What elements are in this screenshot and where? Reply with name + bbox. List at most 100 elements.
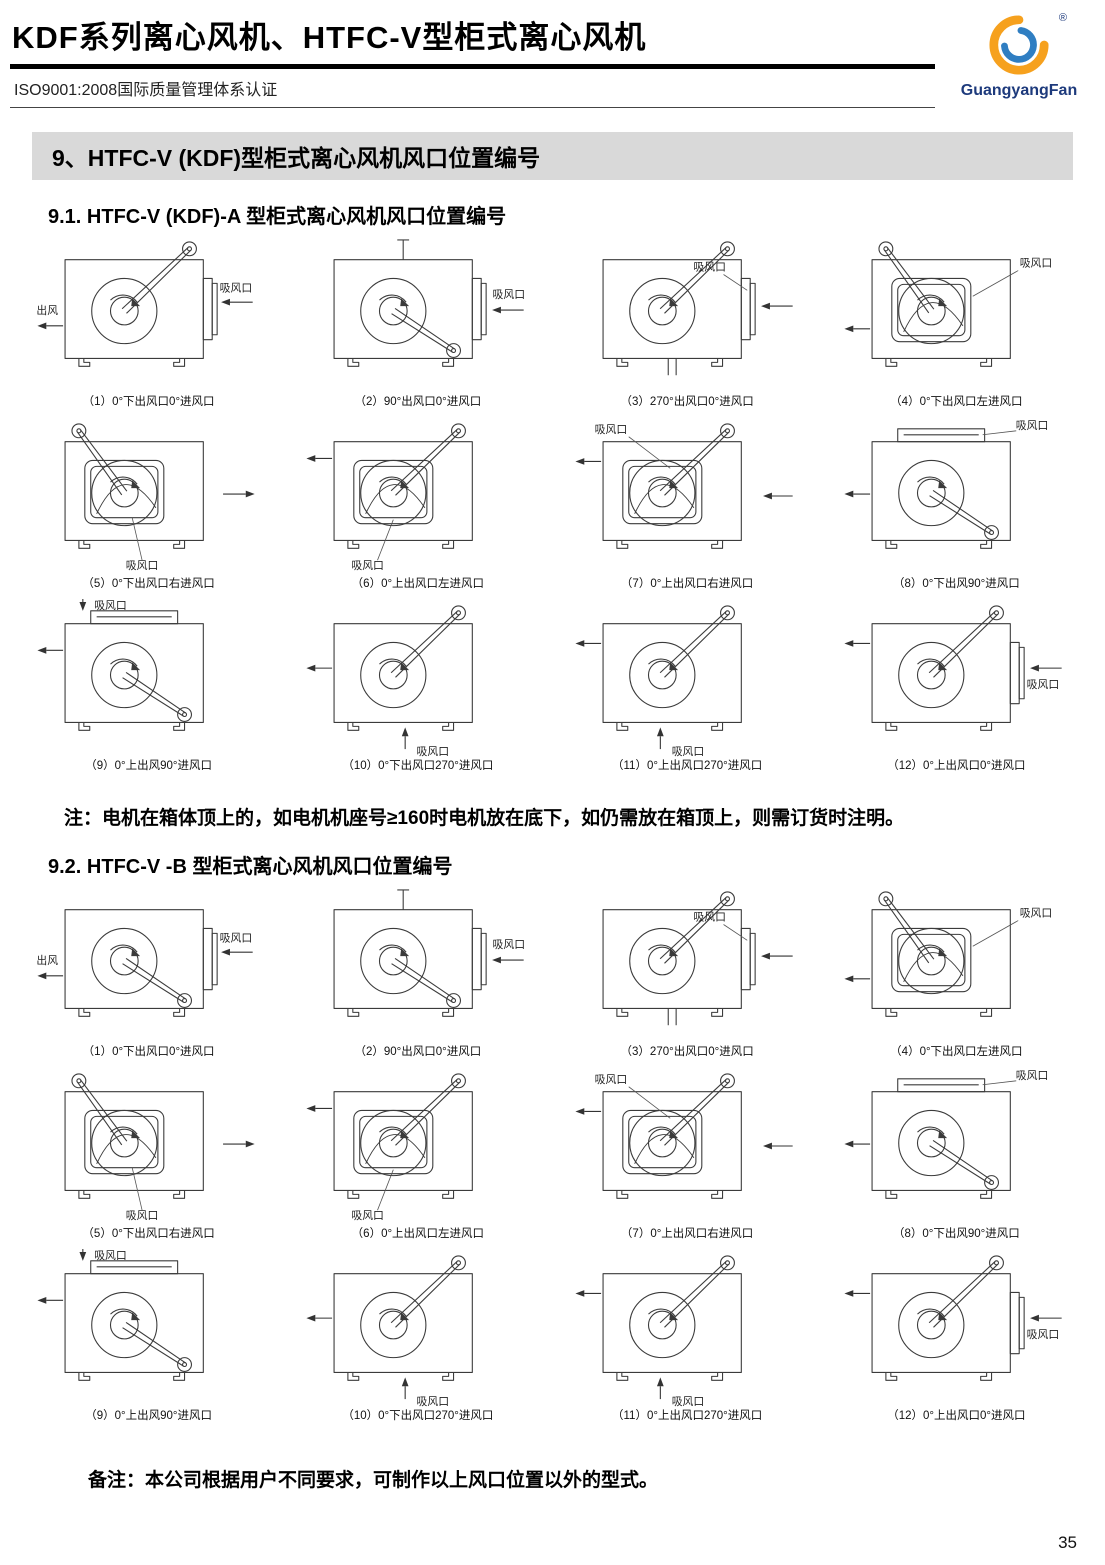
diagram-caption: （12）0°上出风口0°进风口 bbox=[887, 760, 1026, 772]
diagram-caption: （9）0°上出风90°进风口 bbox=[85, 760, 213, 772]
diagram-caption: （9）0°上出风90°进风口 bbox=[85, 1410, 213, 1422]
fan-diagram: 出风吸风口（1）0°下出风口0°进风口 bbox=[14, 235, 283, 409]
diagram-caption: （11）0°上出风口270°进风口 bbox=[612, 760, 763, 772]
fan-diagram: 吸风口 （8）0°下出风90°进风口 bbox=[822, 1067, 1091, 1241]
port-label: 吸风口 bbox=[595, 1073, 628, 1086]
remark-note: 备注：本公司根据用户不同要求，可制作以上风口位置以外的型式。 bbox=[88, 1470, 659, 1491]
port-label: 吸风口 bbox=[125, 559, 158, 572]
diagram-caption: （3）270°出风口0°进风口 bbox=[620, 1046, 754, 1058]
fan-diagram: 吸风口 （10）0°下出风口270°进风口 bbox=[283, 1249, 552, 1423]
fan-diagram: 吸风口 （6）0°上出风口左进风口 bbox=[283, 1067, 552, 1241]
fan-diagram-drawing: 吸风口 bbox=[844, 1255, 1063, 1381]
fan-diagram-drawing: 吸风口 bbox=[306, 1255, 473, 1407]
fan-diagram: 吸风口 （9）0°上出风90°进风口 bbox=[14, 1249, 283, 1423]
port-label: 吸风口 bbox=[219, 931, 252, 944]
fan-diagram: 吸风口 （3）270°出风口0°进风口 bbox=[553, 235, 822, 409]
fan-diagram-drawing: 吸风口 bbox=[844, 605, 1063, 731]
port-label: 吸风口 bbox=[94, 599, 127, 612]
diagram-caption: （4）0°下出风口左进风口 bbox=[890, 1046, 1023, 1058]
fan-diagram-drawing: 吸风口 bbox=[64, 1073, 255, 1222]
iso-certification-text: ISO9001:2008国际质量管理体系认证 bbox=[14, 82, 278, 99]
diagram-caption: （2）90°出风口0°进风口 bbox=[354, 1046, 482, 1058]
fan-diagram: 吸风口 （10）0°下出风口270°进风口 bbox=[283, 599, 552, 773]
port-label: 吸风口 bbox=[694, 911, 727, 924]
fan-diagram-drawing: 吸风口 bbox=[602, 891, 793, 1026]
registered-mark: ® bbox=[1058, 12, 1067, 24]
diagram-caption: （12）0°上出风口0°进风口 bbox=[887, 1410, 1026, 1422]
diagram-caption: （10）0°下出风口270°进风口 bbox=[342, 760, 494, 772]
fan-diagram: 吸风口（4）0°下出风口左进风口 bbox=[822, 235, 1091, 409]
section-9-2-heading: 9.2. HTFC-V -B 型柜式离心风机风口位置编号 bbox=[48, 856, 453, 878]
header-text-block: KDF系列离心风机、HTFC-V型柜式离心风机 ISO9001:2008国际质量… bbox=[10, 10, 935, 108]
port-label: 吸风口 bbox=[416, 745, 449, 757]
fan-diagram: 吸风口 （2）90°出风口0°进风口 bbox=[283, 235, 552, 409]
fan-diagram: 吸风口 （7）0°上出风口右进风口 bbox=[553, 417, 822, 591]
port-label: 吸风口 bbox=[416, 1395, 449, 1407]
section-9-1-heading: 9.1. HTFC-V (KDF)-A 型柜式离心风机风口位置编号 bbox=[48, 206, 507, 228]
port-label: 吸风口 bbox=[1027, 1328, 1060, 1341]
fan-diagram-drawing: 吸风口 bbox=[306, 605, 473, 757]
brand-logo: ® GuangyangFan bbox=[949, 10, 1089, 100]
fan-diagram-drawing: 吸风口 bbox=[333, 239, 525, 367]
fan-diagram-drawing: 吸风口 bbox=[575, 423, 793, 549]
fan-diagram-drawing: 吸风口 bbox=[333, 889, 525, 1017]
port-label: 吸风口 bbox=[694, 261, 727, 274]
page-number: 35 bbox=[1058, 1533, 1077, 1552]
port-label: 出风 bbox=[36, 953, 58, 967]
fan-diagram-drawing: 吸风口 bbox=[306, 1073, 473, 1222]
fan-diagram: 吸风口 （5）0°下出风口右进风口 bbox=[14, 417, 283, 591]
fan-diagram-drawing: 吸风口 bbox=[37, 1249, 204, 1381]
port-label: 吸风口 bbox=[1027, 678, 1060, 691]
diagram-caption: （5）0°下出风口右进风口 bbox=[82, 1228, 215, 1240]
port-label: 吸风口 bbox=[94, 1249, 127, 1262]
header-rule-thin bbox=[10, 107, 935, 108]
diagram-caption: （11）0°上出风口270°进风口 bbox=[612, 1410, 763, 1422]
fan-diagram: 吸风口 （9）0°上出风90°进风口 bbox=[14, 599, 283, 773]
diagram-caption: （6）0°上出风口左进风口 bbox=[351, 578, 485, 590]
diagram-grid-b: 出风吸风口（1）0°下出风口0°进风口吸风口（2）90°出风口0°进风口吸风口（… bbox=[14, 885, 1091, 1423]
section-9-2: 9.2. HTFC-V -B 型柜式离心风机风口位置编号 出风吸风口（1）0°下… bbox=[0, 850, 1105, 1492]
diagram-caption: （8）0°下出风90°进风口 bbox=[892, 1228, 1020, 1240]
section-9-1: 9.1. HTFC-V (KDF)-A 型柜式离心风机风口位置编号 出风吸风口（… bbox=[0, 200, 1105, 830]
fan-diagram: 吸风口 （7）0°上出风口右进风口 bbox=[553, 1067, 822, 1241]
fan-diagram-drawing: 吸风口 bbox=[306, 423, 473, 572]
page-header: KDF系列离心风机、HTFC-V型柜式离心风机 ISO9001:2008国际质量… bbox=[0, 0, 1105, 108]
motor-note: 注：电机在箱体顶上的，如电机机座号≥160时电机放在底下，如仍需放在箱顶上，则需… bbox=[64, 808, 905, 829]
diagram-caption: （6）0°上出风口左进风口 bbox=[351, 1228, 485, 1240]
page-title: KDF系列离心风机、HTFC-V型柜式离心风机 bbox=[12, 20, 647, 55]
fan-diagram-drawing: 吸风口 bbox=[37, 599, 204, 731]
port-label: 吸风口 bbox=[125, 1209, 158, 1222]
port-label: 吸风口 bbox=[672, 1395, 705, 1407]
fan-diagram-drawing: 吸风口 bbox=[844, 241, 1053, 367]
port-label: 吸风口 bbox=[1020, 907, 1053, 920]
diagram-caption: （1）0°下出风口0°进风口 bbox=[82, 1046, 215, 1058]
fan-diagram-drawing: 吸风口 bbox=[575, 1255, 742, 1407]
diagram-caption: （3）270°出风口0°进风口 bbox=[620, 396, 754, 408]
fan-diagram-drawing: 出风 吸风口 bbox=[36, 909, 253, 1017]
fan-diagram: 吸风口 （2）90°出风口0°进风口 bbox=[283, 885, 552, 1059]
diagram-caption: （7）0°上出风口右进风口 bbox=[620, 578, 754, 590]
fan-diagram: 吸风口 （4）0°下出风口左进风口 bbox=[822, 885, 1091, 1059]
diagram-caption: （10）0°下出风口270°进风口 bbox=[342, 1410, 494, 1422]
fan-diagram: 吸风口 （3）270°出风口0°进风口 bbox=[553, 885, 822, 1059]
fan-diagram: 吸风口 （12）0°上出风口0°进风口 bbox=[822, 599, 1091, 773]
diagram-caption: （7）0°上出风口右进风口 bbox=[620, 1228, 754, 1240]
fan-diagram: 出风 吸风口 （1）0°下出风口0°进风口 bbox=[14, 885, 283, 1059]
diagram-caption: （8）0°下出风90°进风口 bbox=[892, 578, 1020, 590]
fan-diagram: 吸风口 （6）0°上出风口左进风口 bbox=[283, 417, 552, 591]
port-label: 吸风口 bbox=[1016, 419, 1049, 432]
diagram-grid-a: 出风吸风口（1）0°下出风口0°进风口吸风口（2）90°出风口0°进风口吸风口（… bbox=[14, 235, 1091, 773]
port-label: 吸风口 bbox=[672, 745, 705, 757]
swirl-logo-icon bbox=[989, 15, 1049, 75]
port-label: 吸风口 bbox=[492, 288, 525, 301]
diagram-caption: （2）90°出风口0°进风口 bbox=[354, 396, 482, 408]
fan-diagram-drawing: 吸风口 bbox=[64, 423, 255, 572]
fan-diagram: 吸风口 （8）0°下出风90°进风口 bbox=[822, 417, 1091, 591]
port-label: 吸风口 bbox=[351, 1209, 384, 1222]
diagram-caption: （5）0°下出风口右进风口 bbox=[82, 578, 215, 590]
port-label: 吸风口 bbox=[351, 559, 384, 572]
port-label: 吸风口 bbox=[1020, 257, 1053, 270]
port-label: 吸风口 bbox=[1016, 1069, 1049, 1082]
